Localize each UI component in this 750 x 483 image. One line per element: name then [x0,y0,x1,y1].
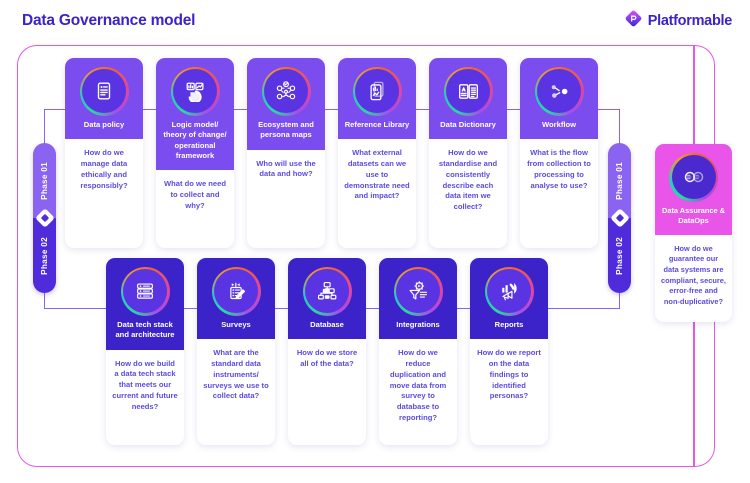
card-reference-library[interactable]: Reference Library What external datasets… [338,58,416,248]
phase-right-label-01: Phase 01 [615,161,624,200]
connector-row1-spine [45,109,620,111]
card-reports[interactable]: Reports How do we report on the data fin… [470,258,548,445]
card-question: How do we build a data tech stack that m… [112,358,178,411]
phase-indicator-right: Phase 01 Phase 02 [608,143,631,293]
card-title: Data tech stack and architecture [115,320,175,340]
open-book-icon [443,66,493,116]
card-question: What external datasets can we use to dem… [344,148,410,201]
card-header: Ecosystem and persona maps [247,58,325,150]
magenta-connector-top [693,46,695,146]
platformable-diamond-logo-icon [625,10,642,32]
card-header: Logic model/ theory of change/ operation… [156,58,234,170]
card-title: Reference Library [344,120,410,129]
phase-right-segment-01: Phase 01 [608,143,631,218]
card-title: Ecosystem and persona maps [258,120,314,140]
card-question: Who will use the data and how? [256,158,316,179]
card-question: How do we report on the data findings to… [477,348,541,401]
card-data-assurance-dataops[interactable]: Data Assurance & DataOps How do we guara… [655,144,732,322]
card-header: Data Dictionary [429,58,507,140]
card-database[interactable]: Database How do we store all of the data… [288,258,366,445]
card-logic-model[interactable]: Logic model/ theory of change/ operation… [156,58,234,248]
card-title: Reports [494,320,524,329]
survey-checklist-pencil-icon [211,266,261,316]
phase-left-segment-02: Phase 02 [33,218,56,293]
gear-funnel-icon [393,266,443,316]
server-stack-icon [120,266,170,316]
card-header: Workflow [520,58,598,140]
chart-analytics-icon [170,66,220,116]
card-header: Reports [470,258,548,340]
phase-right-segment-02: Phase 02 [608,218,631,293]
card-header: Data policy [65,58,143,140]
page-header: Data Governance model Platformable [0,0,750,42]
infinity-loop-icon [669,152,718,202]
card-title: Database [310,320,344,329]
card-title: Logic model/ theory of change/ operation… [163,120,227,160]
card-title: Workflow [541,120,577,129]
card-workflow[interactable]: Workflow What is the flow from collectio… [520,58,598,248]
phase-left-label-01: Phase 01 [40,161,49,200]
card-data-tech-stack[interactable]: Data tech stack and architecture How do … [106,258,184,445]
library-documents-icon [352,66,402,116]
card-header: Data Assurance & DataOps [655,144,732,235]
bar-chart-megaphone-icon [484,266,534,316]
brand-name: Platformable [647,13,733,29]
magenta-connector-bottom [693,322,695,467]
card-title: Integrations [396,320,440,329]
card-question: How do we guarantee our data systems are… [661,243,726,306]
card-ecosystem-persona-maps[interactable]: Ecosystem and persona maps Who will use … [247,58,325,248]
card-title: Data Dictionary [440,120,496,129]
card-title: Data Assurance & DataOps [662,206,725,225]
brand-logo: Platformable [625,10,732,32]
card-header: Surveys [197,258,275,340]
phase-left-segment-01: Phase 01 [33,143,56,218]
card-question: How do we standardise and consistently d… [438,148,498,212]
network-persona-icon [261,66,311,116]
card-question: What do we need to collect and why? [163,179,227,210]
card-question: How do we store all of the data? [296,348,358,369]
phase-indicator-left: Phase 01 Phase 02 [33,143,56,293]
card-header: Database [288,258,366,340]
card-question: What is the flow from collection to proc… [527,148,591,190]
document-policy-icon [79,66,129,116]
card-title: Data policy [83,120,125,129]
card-surveys[interactable]: Surveys What are the standard data instr… [197,258,275,445]
page-title: Data Governance model [22,12,196,29]
card-question: How do we manage data ethically and resp… [80,148,128,190]
phase-right-label-02: Phase 02 [615,236,624,275]
database-hierarchy-icon [302,266,352,316]
card-question: How do we reduce duplication and move da… [389,348,447,422]
card-data-dictionary[interactable]: Data Dictionary How do we standardise an… [429,58,507,248]
workflow-nodes-icon [534,66,584,116]
card-header: Reference Library [338,58,416,140]
card-header: Integrations [379,258,457,340]
card-header: Data tech stack and architecture [106,258,184,350]
card-title: Surveys [221,320,251,329]
card-integrations[interactable]: Integrations How do we reduce duplicatio… [379,258,457,445]
phase-left-label-02: Phase 02 [40,236,49,275]
card-data-policy[interactable]: Data policy How do we manage data ethica… [65,58,143,248]
card-question: What are the standard data instruments/ … [203,348,269,401]
